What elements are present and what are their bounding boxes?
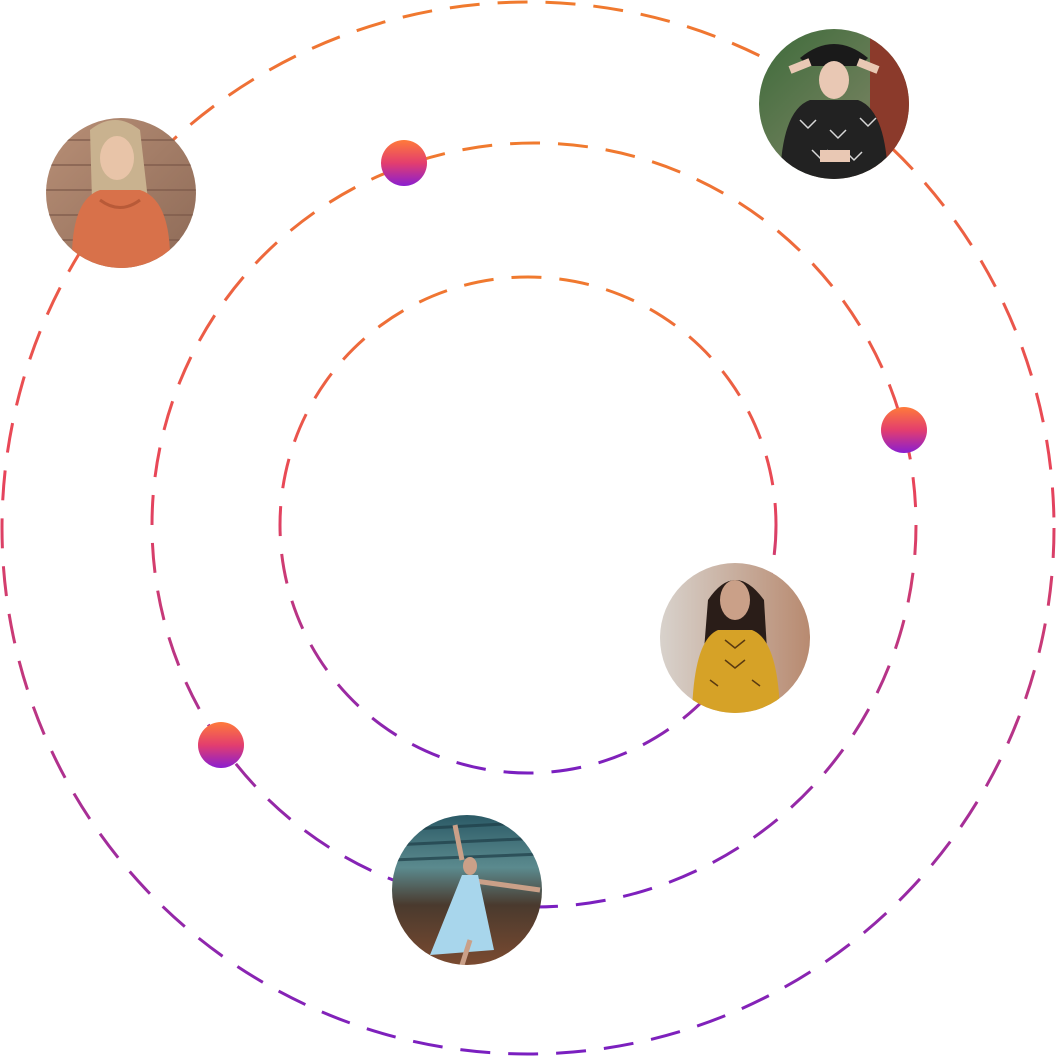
orbit-dot-bottom-left — [198, 722, 244, 768]
avatar-orange-top — [46, 118, 196, 268]
avatar-yellow-top — [660, 563, 810, 713]
avatar-dancer-blue — [392, 815, 542, 965]
middle-orbit — [150, 141, 918, 909]
inner-orbit — [278, 275, 778, 775]
orbit-dot-top-left — [381, 140, 427, 186]
avatar-black-hat — [759, 29, 909, 179]
orbit-dot-right — [881, 407, 927, 453]
